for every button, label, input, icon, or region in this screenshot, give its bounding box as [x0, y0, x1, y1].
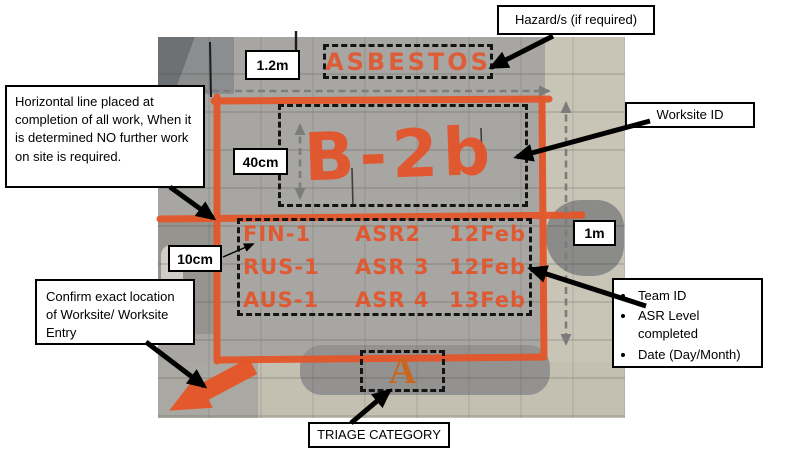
team-id: AUS-1: [243, 287, 320, 312]
arrow-team-info: [527, 265, 647, 309]
callout-completion-note: Horizontal line placed at completion of …: [5, 85, 205, 188]
measure-label-text-offset: 10cm: [168, 245, 222, 272]
team-id: RUS-1: [243, 254, 320, 279]
team-id: FIN-1: [243, 222, 312, 247]
wall-crack-tick-4: [480, 127, 483, 163]
measure-label-lower-height: 1m: [573, 220, 616, 246]
arrow-worksite-id: [513, 118, 651, 162]
callout-team-info: Team ID ASR Level completed Date (Day/Mo…: [612, 278, 763, 368]
orange-line-bottom: [213, 353, 548, 364]
bullet-date: Date (Day/Month): [636, 346, 757, 364]
team-row: FIN-1 ASR2 12Feb: [237, 222, 532, 246]
arrow-completion-line: [168, 184, 217, 221]
orange-completion-line: [156, 211, 586, 223]
date: 12Feb: [449, 254, 526, 279]
asr-level: ASR 3: [355, 254, 430, 279]
triage-letter: A: [388, 350, 417, 392]
arrow-triage: [349, 388, 393, 425]
arrow-text-offset: [222, 243, 255, 258]
date: 13Feb: [449, 287, 526, 312]
measure-label-width: 1.2m: [245, 50, 300, 80]
team-row: RUS-1 ASR 3 12Feb: [237, 255, 532, 279]
wall-crack-tick-3: [351, 167, 354, 208]
asr-level: ASR 4: [355, 287, 430, 312]
measure-label-id-height: 40cm: [233, 148, 288, 175]
triage-dashed-box: A: [360, 350, 445, 392]
callout-triage: TRIAGE CATEGORY: [308, 422, 450, 448]
date: 12Feb: [449, 222, 526, 247]
callout-hazard: Hazard/s (if required): [497, 5, 655, 35]
arrow-confirm-location: [144, 340, 208, 389]
asr-level: ASR2: [355, 222, 422, 247]
hazard-dashed-box: ASBESTOS: [323, 44, 493, 79]
team-row: AUS-1 ASR 4 13Feb: [237, 288, 532, 312]
hazard-stencil-text: ASBESTOS: [325, 47, 491, 76]
gray-patch-bottom-center: [300, 345, 550, 395]
orange-line-right: [538, 96, 548, 360]
orange-entry-arrow: [169, 358, 258, 411]
team-info-bullet-list: Team ID ASR Level completed Date (Day/Mo…: [620, 287, 757, 364]
callout-confirm-location: Confirm exact location of Worksite/ Work…: [35, 279, 195, 345]
team-info-rows: FIN-1 ASR2 12Feb RUS-1 ASR 3 12Feb AUS-1…: [237, 218, 532, 316]
arrow-hazard: [488, 33, 555, 70]
bullet-team-id: Team ID: [636, 287, 757, 305]
bullet-asr-level: ASR Level completed: [636, 307, 757, 343]
dark-blocks-top-left: [158, 37, 234, 94]
orange-line-top: [210, 95, 553, 105]
